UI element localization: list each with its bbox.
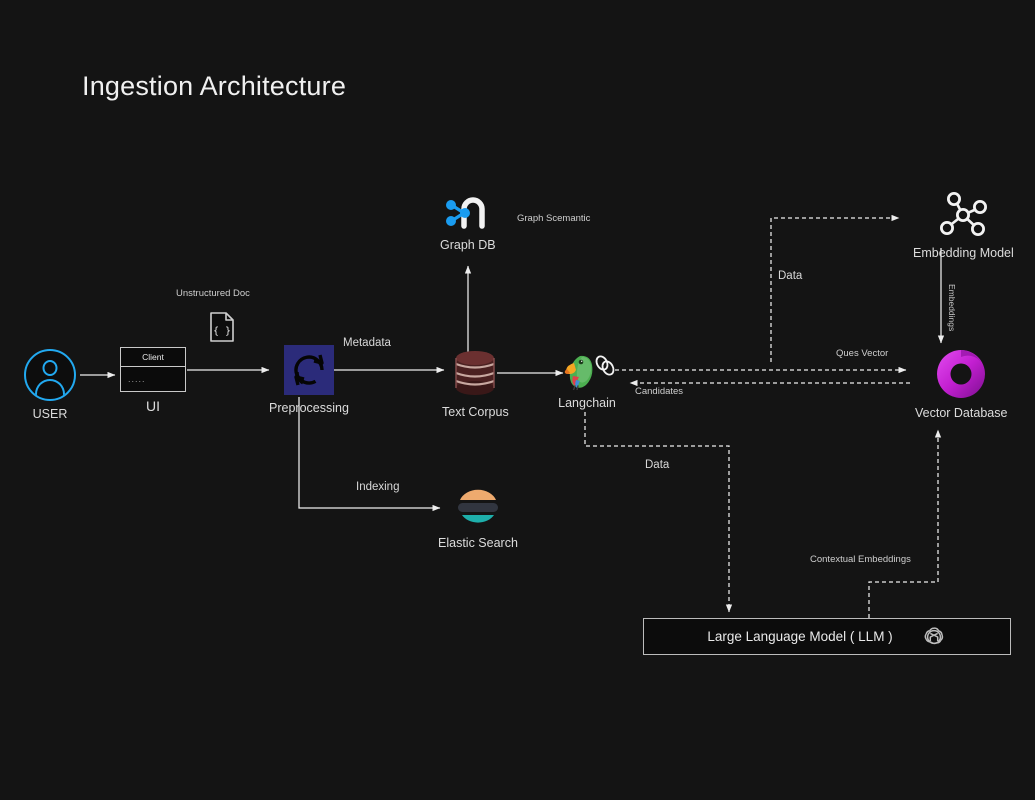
edge-label-graph-semantic: Graph Scemantic (517, 213, 591, 224)
node-label-preprocessing: Preprocessing (269, 401, 349, 415)
ui-box-body: ..... (128, 374, 146, 384)
langchain-parrot-icon (558, 350, 616, 391)
edge-llm-to-vectordb (868, 429, 942, 618)
node-embedding-model[interactable]: Embedding Model (913, 190, 1014, 260)
refresh-cycle-icon (283, 345, 334, 395)
node-label-graph-db: Graph DB (440, 238, 496, 252)
node-large-language-model[interactable]: Large Language Model ( LLM ) (643, 618, 1011, 655)
database-cylinder-icon (449, 347, 501, 399)
node-label-unstructured-doc: Unstructured Doc (176, 288, 250, 299)
edge-label-data-top: Data (778, 270, 803, 282)
page-title: Ingestion Architecture (82, 71, 347, 101)
edge-label-contextual-embeddings: Contextual Embeddings (810, 554, 911, 565)
node-label-langchain: Langchain (558, 396, 616, 410)
node-label-llm: Large Language Model ( LLM ) (707, 629, 893, 644)
node-elastic-search[interactable]: Elastic Search (438, 484, 518, 550)
json-document-icon: { } (210, 312, 234, 342)
avatar-body-shape (35, 379, 65, 399)
edge-label-data-bottom: Data (645, 459, 670, 471)
user-avatar-icon (24, 349, 76, 401)
svg-text:{ }: { } (213, 326, 231, 337)
edge-label-indexing: Indexing (356, 481, 400, 493)
edge-label-metadata: Metadata (343, 337, 391, 349)
node-label-elastic-search: Elastic Search (438, 536, 518, 550)
node-ui[interactable]: Client ..... UI (120, 347, 186, 414)
edge-label-embeddings: Embeddings (947, 284, 957, 332)
node-preprocessing[interactable]: Preprocessing (269, 345, 349, 415)
node-unstructured-doc: { } (209, 312, 235, 342)
node-text-corpus[interactable]: Text Corpus (442, 347, 509, 419)
node-graph-db[interactable]: Graph DB (440, 192, 496, 252)
node-label-embedding-model: Embedding Model (913, 246, 1014, 260)
node-label-ui: UI (146, 398, 160, 414)
node-label-text-corpus: Text Corpus (442, 405, 509, 419)
client-window-icon[interactable]: Client ..... (120, 347, 186, 392)
edge-langchain-to-llm (584, 412, 733, 613)
node-label-user: USER (32, 407, 68, 421)
elasticsearch-icon (451, 484, 505, 530)
edge-label-candidates: Candidates (635, 386, 684, 397)
openai-logo-icon (924, 626, 943, 644)
ui-box-header: Client (121, 348, 185, 367)
neo4j-graph-icon (444, 192, 492, 232)
node-vector-database[interactable]: Vector Database (915, 348, 1007, 420)
vector-ring-icon (935, 348, 987, 400)
node-label-vector-database: Vector Database (915, 406, 1008, 420)
edge-label-ques-vector: Ques Vector (836, 348, 889, 359)
node-langchain[interactable]: Langchain (558, 350, 616, 410)
node-graph-icon (935, 190, 991, 240)
avatar-head-shape (42, 360, 58, 376)
edge-langchain-to-embedding (770, 214, 900, 362)
node-user[interactable]: USER (24, 349, 76, 421)
